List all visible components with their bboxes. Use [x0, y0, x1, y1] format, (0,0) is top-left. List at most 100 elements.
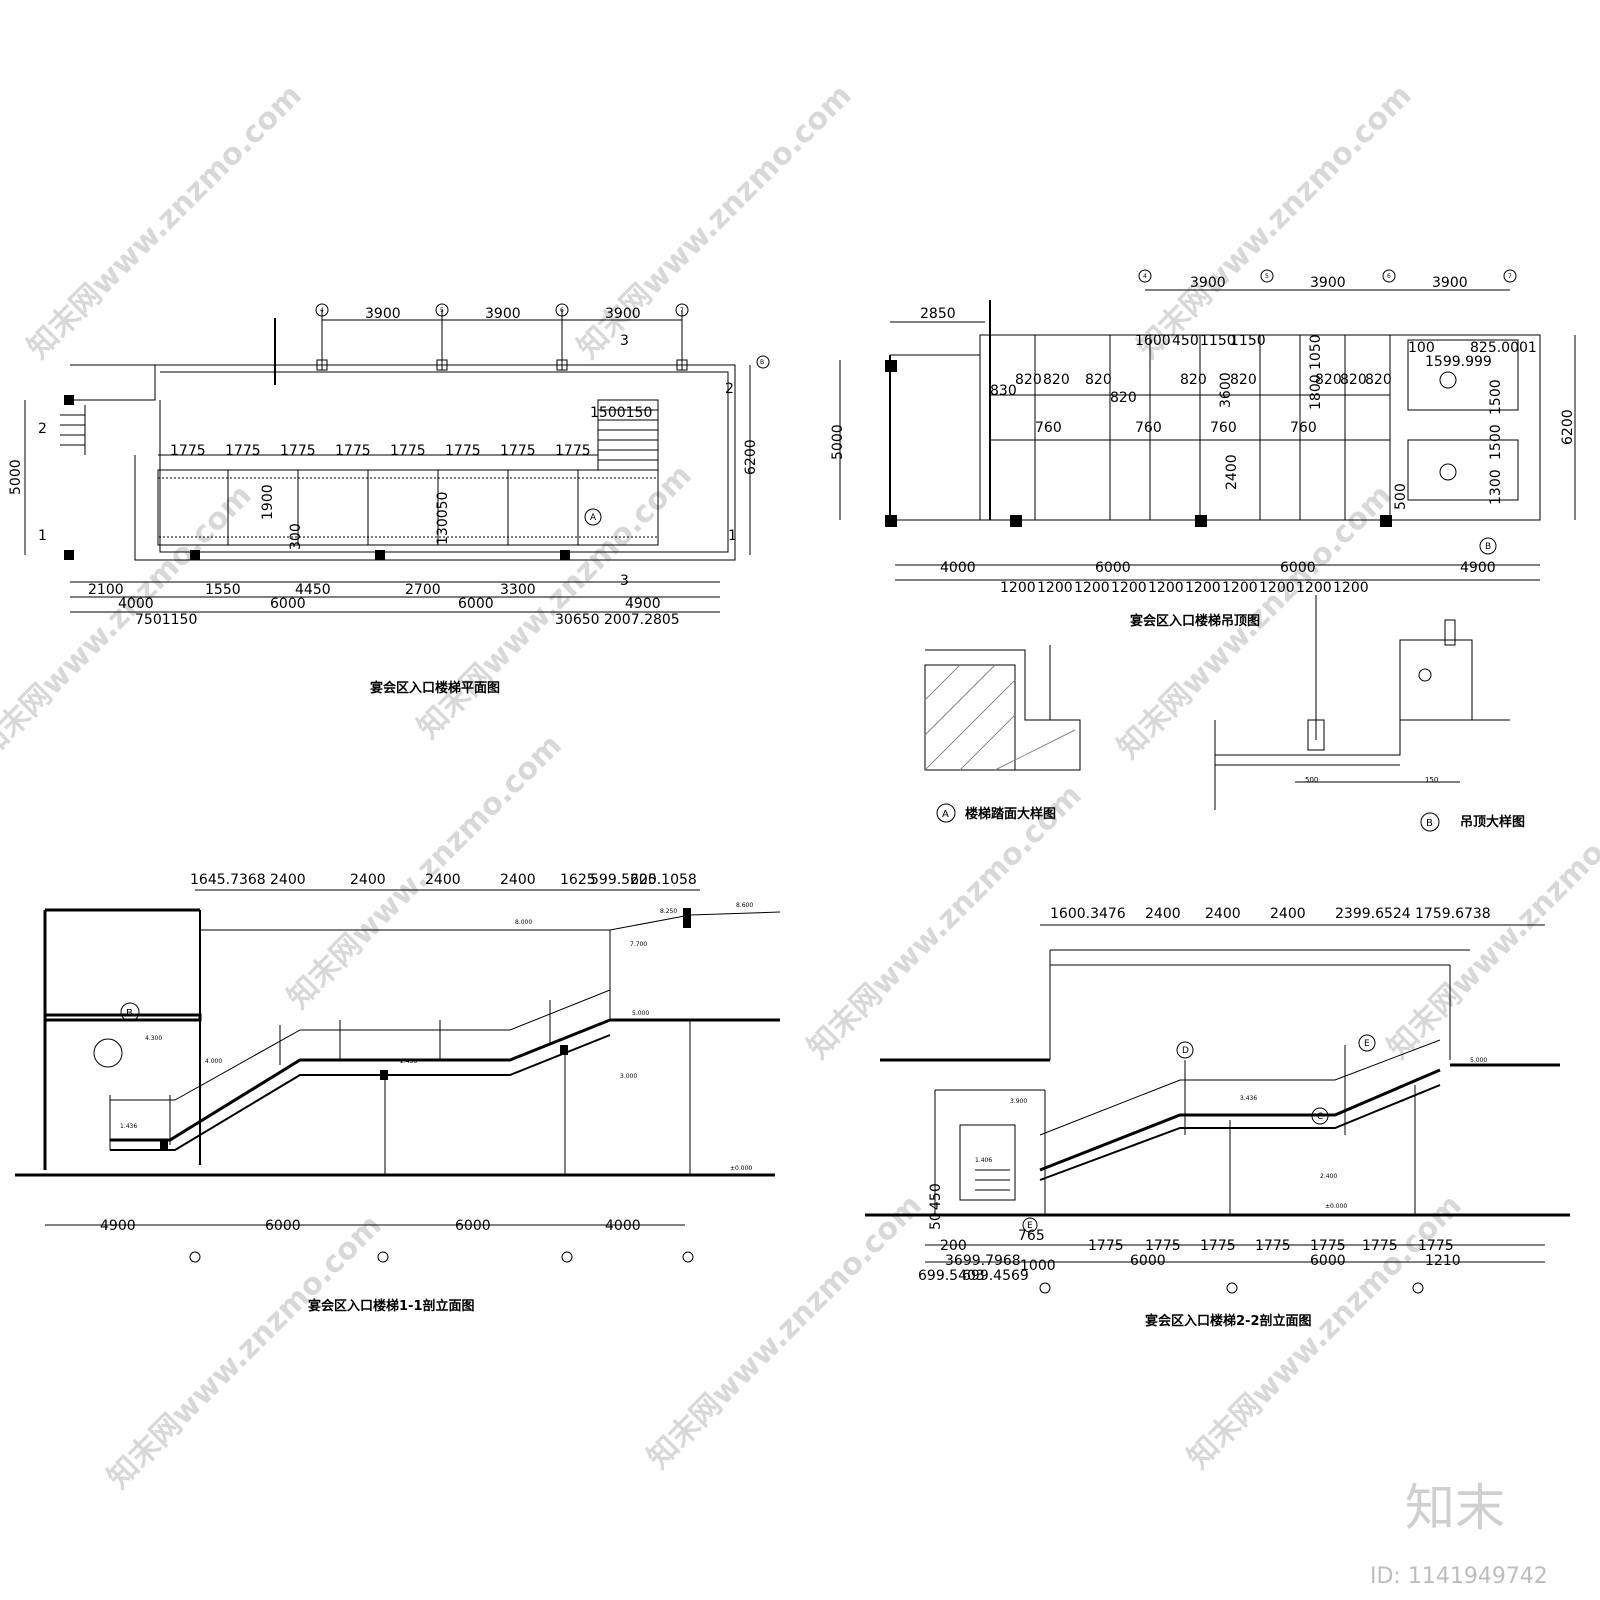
level-label: 4.300	[145, 1035, 162, 1042]
detail-mark: B	[1426, 818, 1433, 829]
dim-label: 3900	[1432, 275, 1468, 291]
dim-label: 4900	[625, 596, 661, 612]
level-label: ±0.000	[1325, 1203, 1347, 1210]
dim-label: 1500	[1488, 379, 1504, 415]
dim-label: 4000	[605, 1218, 641, 1234]
dim-label: 820	[1340, 372, 1367, 388]
dim-label: 150	[1425, 776, 1438, 784]
dim-label: 820	[1365, 372, 1392, 388]
dim-label: 2400	[500, 872, 536, 888]
detail-mark: A	[590, 513, 597, 523]
dim-label: 1775	[170, 443, 206, 459]
dim-label: 1200	[1000, 580, 1036, 596]
detail-mark: D	[1182, 1046, 1189, 1056]
dim-label: 2400	[270, 872, 306, 888]
dim-label: 7501150	[135, 612, 197, 628]
dim-label: 1200	[1333, 580, 1369, 596]
axis-bubble	[1503, 269, 1517, 283]
detail-mark: E	[1364, 1039, 1370, 1049]
axis-bubble	[315, 303, 329, 317]
detail-callout	[1022, 1217, 1038, 1233]
dim-label: 760	[1135, 420, 1162, 436]
level-label: 8.600	[736, 902, 753, 909]
dim-label: 1775	[500, 443, 536, 459]
dim-label: 3600	[1218, 372, 1234, 408]
axis-label: 6	[1387, 273, 1391, 280]
dim-label: 760	[1210, 420, 1237, 436]
section-mark: 1	[728, 528, 737, 544]
dim-label: 2400	[425, 872, 461, 888]
dim-label: 6000	[1280, 560, 1316, 576]
level-label: 3.436	[1240, 1095, 1257, 1102]
drawing-title: 宴会区入口楼梯2-2剖立面图	[1145, 1313, 1312, 1329]
dim-label: 130050	[435, 492, 451, 545]
detail-callout	[584, 508, 602, 526]
dim-label: 1599.999	[1425, 354, 1492, 370]
dim-label: 820	[1043, 372, 1070, 388]
dim-label: 760	[1035, 420, 1062, 436]
dim-label: 1775	[1418, 1238, 1454, 1254]
dim-label: 3900	[1310, 275, 1346, 291]
dim-label: 1775	[1255, 1238, 1291, 1254]
dim-label: 1200	[1074, 580, 1110, 596]
dim-label: 6200	[743, 439, 759, 475]
dim-label: 1500150	[590, 405, 652, 421]
dim-label: 1200	[1037, 580, 1073, 596]
watermark-text: 知末网www.znzmo.com	[101, 1208, 389, 1496]
dim-label: 765	[1018, 1228, 1045, 1244]
dim-label: 1600.3476	[1050, 906, 1126, 922]
dim-label: 2400	[1145, 906, 1181, 922]
dim-label: 1200	[1148, 580, 1184, 596]
dim-label: 200	[940, 1238, 967, 1254]
dim-label: 5000	[830, 424, 846, 460]
dim-label: 1550	[205, 582, 241, 598]
dim-label: 599.5625	[590, 872, 657, 888]
ceiling-drawing: 4 5 6 7 3900 3900 3900 2850	[830, 269, 1576, 629]
dim-label: 1800	[1308, 374, 1324, 410]
dim-label: 1150	[1200, 333, 1236, 349]
level-label: 8.000	[515, 919, 532, 926]
brand-logo: 知末	[1405, 1479, 1505, 1537]
dim-label: 300	[288, 523, 304, 550]
dim-label: 1200	[1259, 580, 1295, 596]
dim-label: 30650 2007.2805	[555, 612, 680, 628]
detail-mark: A	[942, 809, 949, 820]
detail-callout	[1479, 537, 1497, 555]
dim-label: 4900	[1460, 560, 1496, 576]
axis-label: 5	[1265, 273, 1269, 280]
detail-callout	[120, 1002, 140, 1022]
dim-label: 1775	[225, 443, 261, 459]
dim-label: 1150	[1230, 333, 1266, 349]
image-id: ID: 1141949742	[1370, 1564, 1548, 1589]
axis-label: 6	[560, 307, 564, 314]
dim-label: 1200	[1222, 580, 1258, 596]
dim-label: 1775	[555, 443, 591, 459]
dim-label: 1600	[1135, 333, 1171, 349]
axis-label: 5	[440, 307, 444, 314]
dim-label: 1775	[390, 443, 426, 459]
dim-label: 2400	[1224, 454, 1240, 490]
detail-callout	[936, 803, 956, 823]
dim-label: 3900	[485, 306, 521, 322]
detail-callout	[1311, 1107, 1329, 1125]
level-label: 5.000	[632, 1010, 649, 1017]
watermark-text: 知末网www.znzmo.com	[21, 78, 309, 366]
dim-label: 1775	[280, 443, 316, 459]
detail-callout	[1420, 812, 1440, 832]
drawing-title: 宴会区入口楼梯吊顶图	[1130, 613, 1260, 629]
dim-label: 1500	[1488, 424, 1504, 460]
dim-label: 1300	[1488, 469, 1504, 505]
axis-bubble	[435, 303, 449, 317]
watermark-text: 知末网www.znzmo.com	[0, 478, 259, 766]
detail-mark: B	[1485, 542, 1491, 552]
level-label: 4.000	[205, 1058, 222, 1065]
dim-label: 699.5403	[918, 1268, 985, 1284]
dim-label: 4450	[295, 582, 331, 598]
dim-label: 1625	[560, 872, 596, 888]
dim-label: 200.1058	[630, 872, 697, 888]
level-label: 3.000	[620, 1073, 637, 1080]
dim-label: 2850	[920, 306, 956, 322]
dim-label: 6000	[455, 1218, 491, 1234]
axis-label: 4	[1143, 273, 1147, 280]
